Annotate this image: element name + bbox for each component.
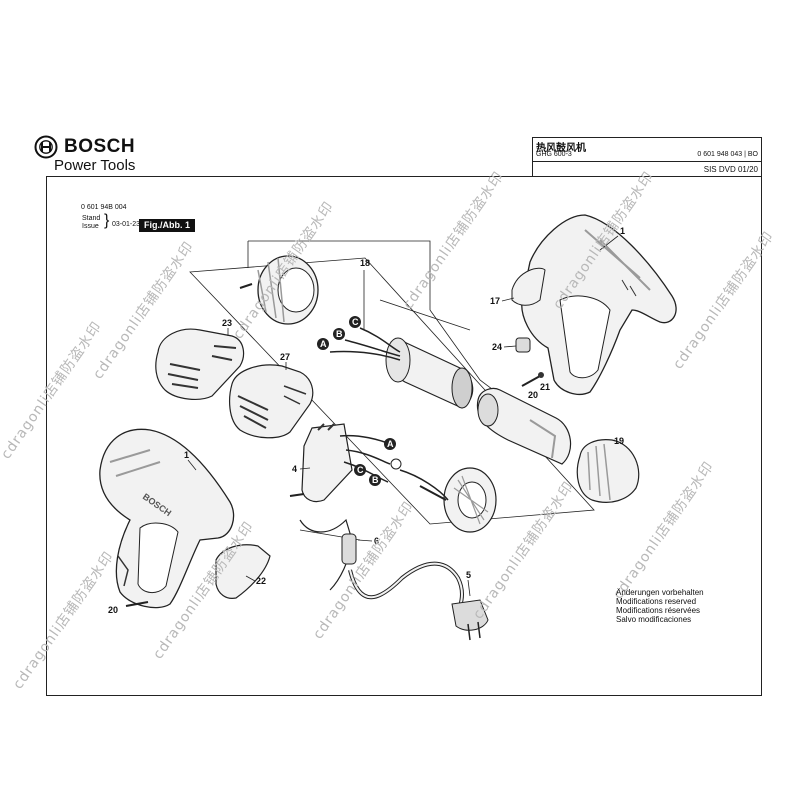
part-22-cover — [215, 544, 271, 599]
note-en: Modifications reserved — [616, 597, 697, 606]
label-part-1-right: 1 — [620, 226, 625, 236]
svg-text:B: B — [372, 475, 379, 485]
part-27-shell — [229, 364, 314, 439]
connector-a-lower — [384, 438, 396, 450]
issue-date: 03-01-23 — [112, 221, 141, 228]
label-part-27: 27 — [280, 352, 290, 362]
part-23-cap — [155, 328, 245, 400]
model-name: GHG 600-3 — [536, 151, 572, 158]
part-17-clip — [511, 267, 546, 306]
product-title: 热风鼓风机 — [536, 143, 586, 154]
revision-notes: Änderungen vorbehalten Modifications res… — [616, 588, 704, 624]
connector-b-lower — [369, 474, 381, 486]
connector-c-upper — [349, 316, 361, 328]
svg-text:B: B — [336, 329, 343, 339]
svg-text:A: A — [387, 439, 394, 449]
watermark-text: cdragonli店铺防盗水印 — [0, 319, 105, 463]
heating-tube — [385, 337, 474, 409]
part-24-bushing — [515, 337, 531, 353]
bosch-logo-icon — [34, 135, 58, 159]
drawing-frame — [46, 176, 762, 696]
label-part-4: 4 — [292, 464, 297, 474]
brace-glyph: } — [104, 212, 110, 229]
housing-half-left: BOSCH — [99, 428, 235, 609]
connector-b-upper — [333, 328, 345, 340]
label-part-21: 21 — [540, 382, 550, 392]
label-part-6: 6 — [374, 536, 379, 546]
doc-number: 0 601 94B 004 — [81, 204, 127, 211]
part-number: 0 601 948 043 | BO — [697, 151, 758, 158]
connector-a-upper — [317, 338, 329, 350]
part-21-screw-head — [538, 372, 544, 378]
part-18-ring — [239, 255, 319, 325]
part-5-plug — [451, 599, 489, 631]
svg-text:A: A — [320, 339, 327, 349]
watermark-text: cdragonli店铺防盗水印 — [400, 169, 507, 313]
bracket-18 — [248, 240, 431, 310]
label-part-17: 17 — [490, 296, 500, 306]
connector-markers: A B C A B C — [317, 316, 396, 486]
svg-text:C: C — [357, 465, 364, 475]
label-part-19: 19 — [614, 436, 624, 446]
label-part-23: 23 — [222, 318, 232, 328]
note-es: Salvo modificaciones — [616, 615, 692, 624]
washer — [390, 458, 402, 470]
label-part-20-right: 20 — [528, 390, 538, 400]
label-part-22: 22 — [256, 576, 266, 586]
note-de: Änderungen vorbehalten — [616, 588, 704, 597]
label-part-20-left: 20 — [108, 605, 118, 615]
figure-tag: Fig./Abb. 1 — [139, 219, 195, 232]
connector-c-lower — [354, 464, 366, 476]
part-19-endcap — [576, 439, 640, 503]
part-number-labels: 1 17 18 19 20 21 22 23 24 27 4 5 6 1 20 — [108, 226, 625, 615]
stand-label: Stand — [82, 215, 101, 222]
watermark-text: cdragonli店铺防盗水印 — [670, 229, 777, 373]
wires-upper — [329, 327, 401, 361]
watermark-text: cdragonli店铺防盗水印 — [310, 499, 417, 643]
issue-label: Issue — [82, 223, 99, 230]
stand-issue-label: Stand Issue — [82, 215, 100, 231]
dvd-version: SIS DVD 01/20 — [703, 165, 758, 174]
motor — [476, 387, 572, 465]
part-6-strain-relief — [341, 533, 357, 565]
note-fr: Modifications réservées — [616, 606, 701, 615]
housing-half-right — [521, 214, 677, 395]
part-21-screw — [521, 375, 541, 387]
brand-name: BOSCH — [64, 136, 136, 157]
part-20-screw-left — [125, 601, 149, 607]
svg-text:C: C — [352, 317, 359, 327]
brand-subtitle: Power Tools — [54, 157, 136, 174]
watermark-text: cdragonli店铺防盗水印 — [10, 549, 117, 693]
label-part-5: 5 — [466, 570, 471, 580]
part-4-switch — [289, 423, 353, 503]
label-part-1-left: 1 — [184, 450, 189, 460]
info-divider — [532, 161, 762, 162]
fan-impeller — [419, 467, 497, 533]
label-part-18: 18 — [360, 258, 370, 268]
label-part-24: 24 — [492, 342, 502, 352]
